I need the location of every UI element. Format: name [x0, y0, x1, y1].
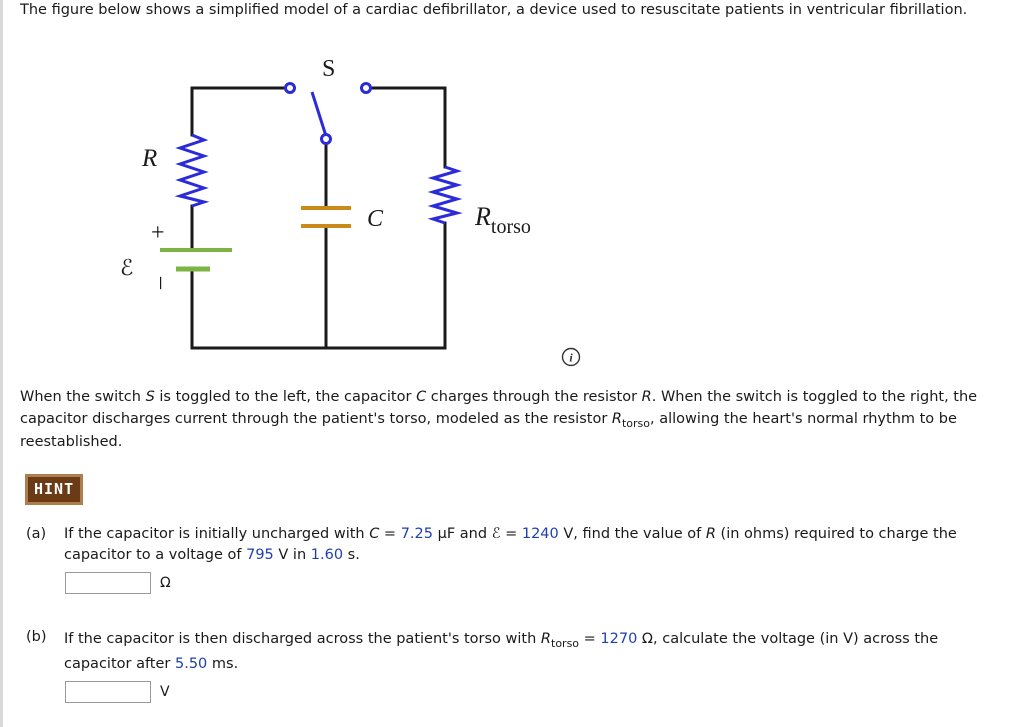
switch-s	[284, 82, 372, 145]
battery-emf	[160, 248, 232, 272]
switch-label: S	[322, 56, 335, 82]
wire-bottom	[190, 221, 447, 350]
rtorso-value: 1270	[600, 631, 638, 647]
question-a-text: If the capacitor is initially uncharged …	[64, 526, 957, 563]
wire-right-top	[368, 86, 447, 169]
question-a-label: (a)	[26, 526, 47, 542]
left-border	[0, 0, 3, 727]
rtorso-subscript: torso	[491, 216, 531, 238]
resistor-label: R	[141, 145, 157, 172]
time-value: 1.60	[310, 547, 344, 563]
minus-sign: –	[149, 276, 175, 290]
discharge-time-value: 5.50	[175, 656, 208, 672]
problem-description: When the switch S is toggled to the left…	[20, 389, 978, 450]
answer-a-input[interactable]	[65, 572, 151, 594]
defibrillator-circuit-figure: S R C Rtorso + ℰ –	[120, 56, 531, 350]
answer-b-input[interactable]	[65, 681, 151, 703]
question-b-label: (b)	[26, 629, 47, 645]
answer-a-unit: Ω	[160, 575, 171, 591]
question-b-text: If the capacitor is then discharged acro…	[64, 631, 939, 672]
hint-button[interactable]: HINT	[25, 474, 84, 505]
resistor-rtorso-zigzag	[427, 165, 463, 225]
capacitor-plates	[301, 206, 351, 228]
voltage-value: 795	[246, 547, 274, 563]
svg-text:i: i	[569, 351, 573, 365]
info-circle-icon[interactable]: i	[561, 347, 581, 367]
capacitor-label: C	[367, 206, 384, 232]
capacitance-value: 7.25	[400, 526, 433, 542]
intro-text: The figure below shows a simplified mode…	[20, 2, 968, 18]
plus-sign: +	[151, 220, 165, 246]
rtorso-letter: R	[474, 202, 491, 231]
rtorso-label: Rtorso	[474, 202, 531, 238]
resistor-r-zigzag	[174, 133, 210, 208]
circuit-wires	[190, 86, 447, 350]
emf-label: ℰ	[120, 256, 133, 281]
emf-value: 1240	[521, 526, 559, 542]
answer-b-unit: V	[160, 684, 170, 700]
